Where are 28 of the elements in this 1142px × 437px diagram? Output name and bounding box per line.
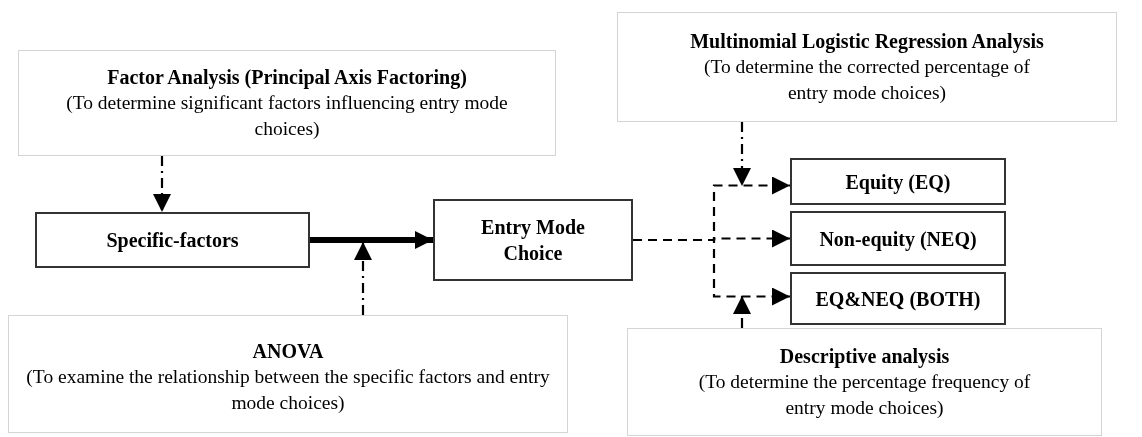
dashed-arrow bbox=[633, 238, 790, 306]
box-title: Equity (EQ) bbox=[845, 169, 951, 195]
thick-arrow bbox=[310, 231, 433, 249]
box-title: Descriptive analysis bbox=[779, 344, 950, 369]
box-title: EQ&NEQ (BOTH) bbox=[815, 286, 981, 312]
process-box bbox=[433, 199, 633, 281]
box-description: (To determine the corrected percentage of entry mode choices) bbox=[702, 55, 1032, 105]
box-title: Specific-factors bbox=[106, 228, 239, 253]
box-description: (To determine the percentage frequency of entry mode choices) bbox=[697, 370, 1032, 420]
dashed-arrow bbox=[733, 122, 751, 186]
method-box bbox=[627, 328, 1102, 436]
process-box bbox=[35, 212, 310, 268]
dashed-arrow bbox=[733, 296, 751, 328]
method-box bbox=[617, 12, 1117, 122]
box-title: ANOVA bbox=[252, 339, 324, 364]
dashed-arrow bbox=[354, 242, 372, 315]
process-box bbox=[790, 211, 1006, 266]
dashed-arrow bbox=[153, 156, 171, 212]
box-description: (To examine the relationship between the specific factors and entry mode choices) bbox=[25, 365, 551, 415]
process-box bbox=[790, 158, 1006, 205]
process-box bbox=[790, 272, 1006, 325]
box-description: (To determine significant factors influencing entry mode choices) bbox=[65, 91, 509, 141]
box-title: Factor Analysis (Principal Axis Factoring) bbox=[107, 65, 467, 90]
box-title: Entry Mode Choice bbox=[480, 215, 586, 266]
box-title: Non-equity (NEQ) bbox=[819, 226, 977, 252]
box-title: Multinomial Logistic Regression Analysis bbox=[690, 29, 1044, 54]
method-box bbox=[8, 315, 568, 433]
method-box bbox=[18, 50, 556, 156]
